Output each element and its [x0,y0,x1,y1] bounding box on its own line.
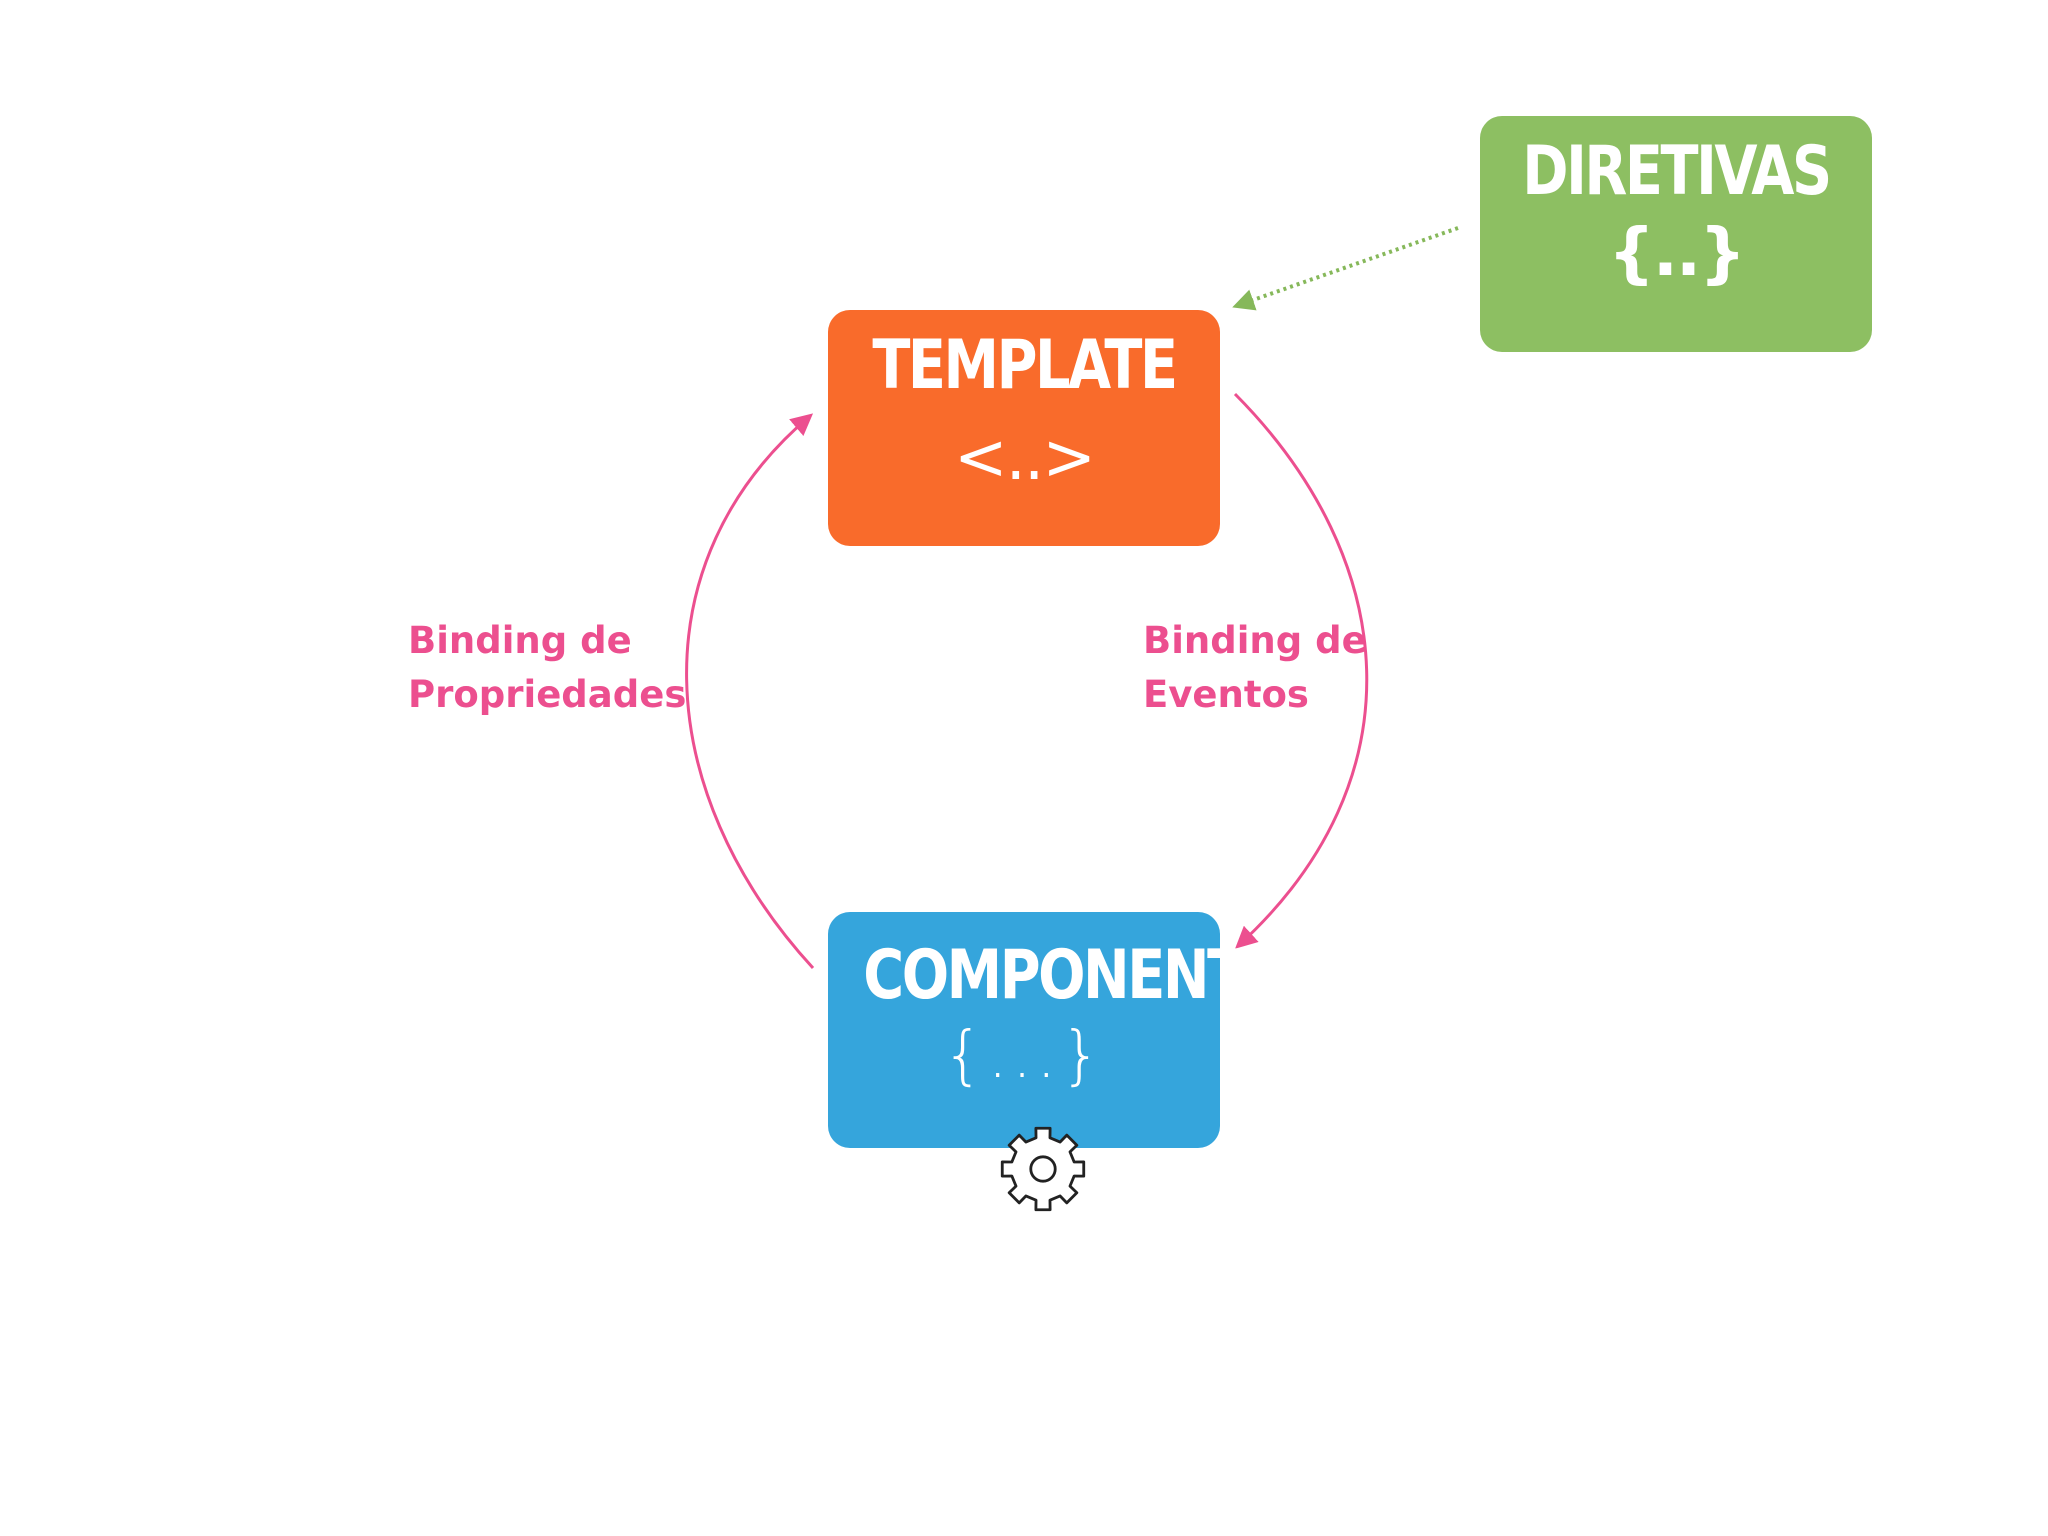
componente-symbol: {...} [942,1019,1106,1093]
binding-eventos-label: Binding de Eventos [1143,614,1367,722]
binding-propriedades-label: Binding de Propriedades [408,614,686,722]
diretivas-box: DIRETIVAS {..} [1480,116,1872,352]
binding-eventos-line2: Eventos [1143,673,1309,716]
directive-arrow [1232,226,1459,311]
binding-propriedades-line2: Propriedades [408,673,687,716]
template-title: TEMPLATE [872,326,1178,405]
componente-box: COMPONENTE {...} [828,912,1281,1148]
binding-eventos-arrow [1233,392,1369,949]
componente-title: COMPONENTE [863,936,1280,1015]
binding-eventos-line1: Binding de [1143,619,1367,662]
binding-propriedades-line1: Binding de [408,619,632,662]
gear-icon [1000,1126,1086,1212]
template-symbol: <..> [954,421,1096,495]
template-box: TEMPLATE <..> [828,310,1220,546]
diretivas-symbol: {..} [1607,214,1746,291]
binding-propriedades-arrow [685,413,815,970]
diretivas-title: DIRETIVAS [1522,132,1832,211]
